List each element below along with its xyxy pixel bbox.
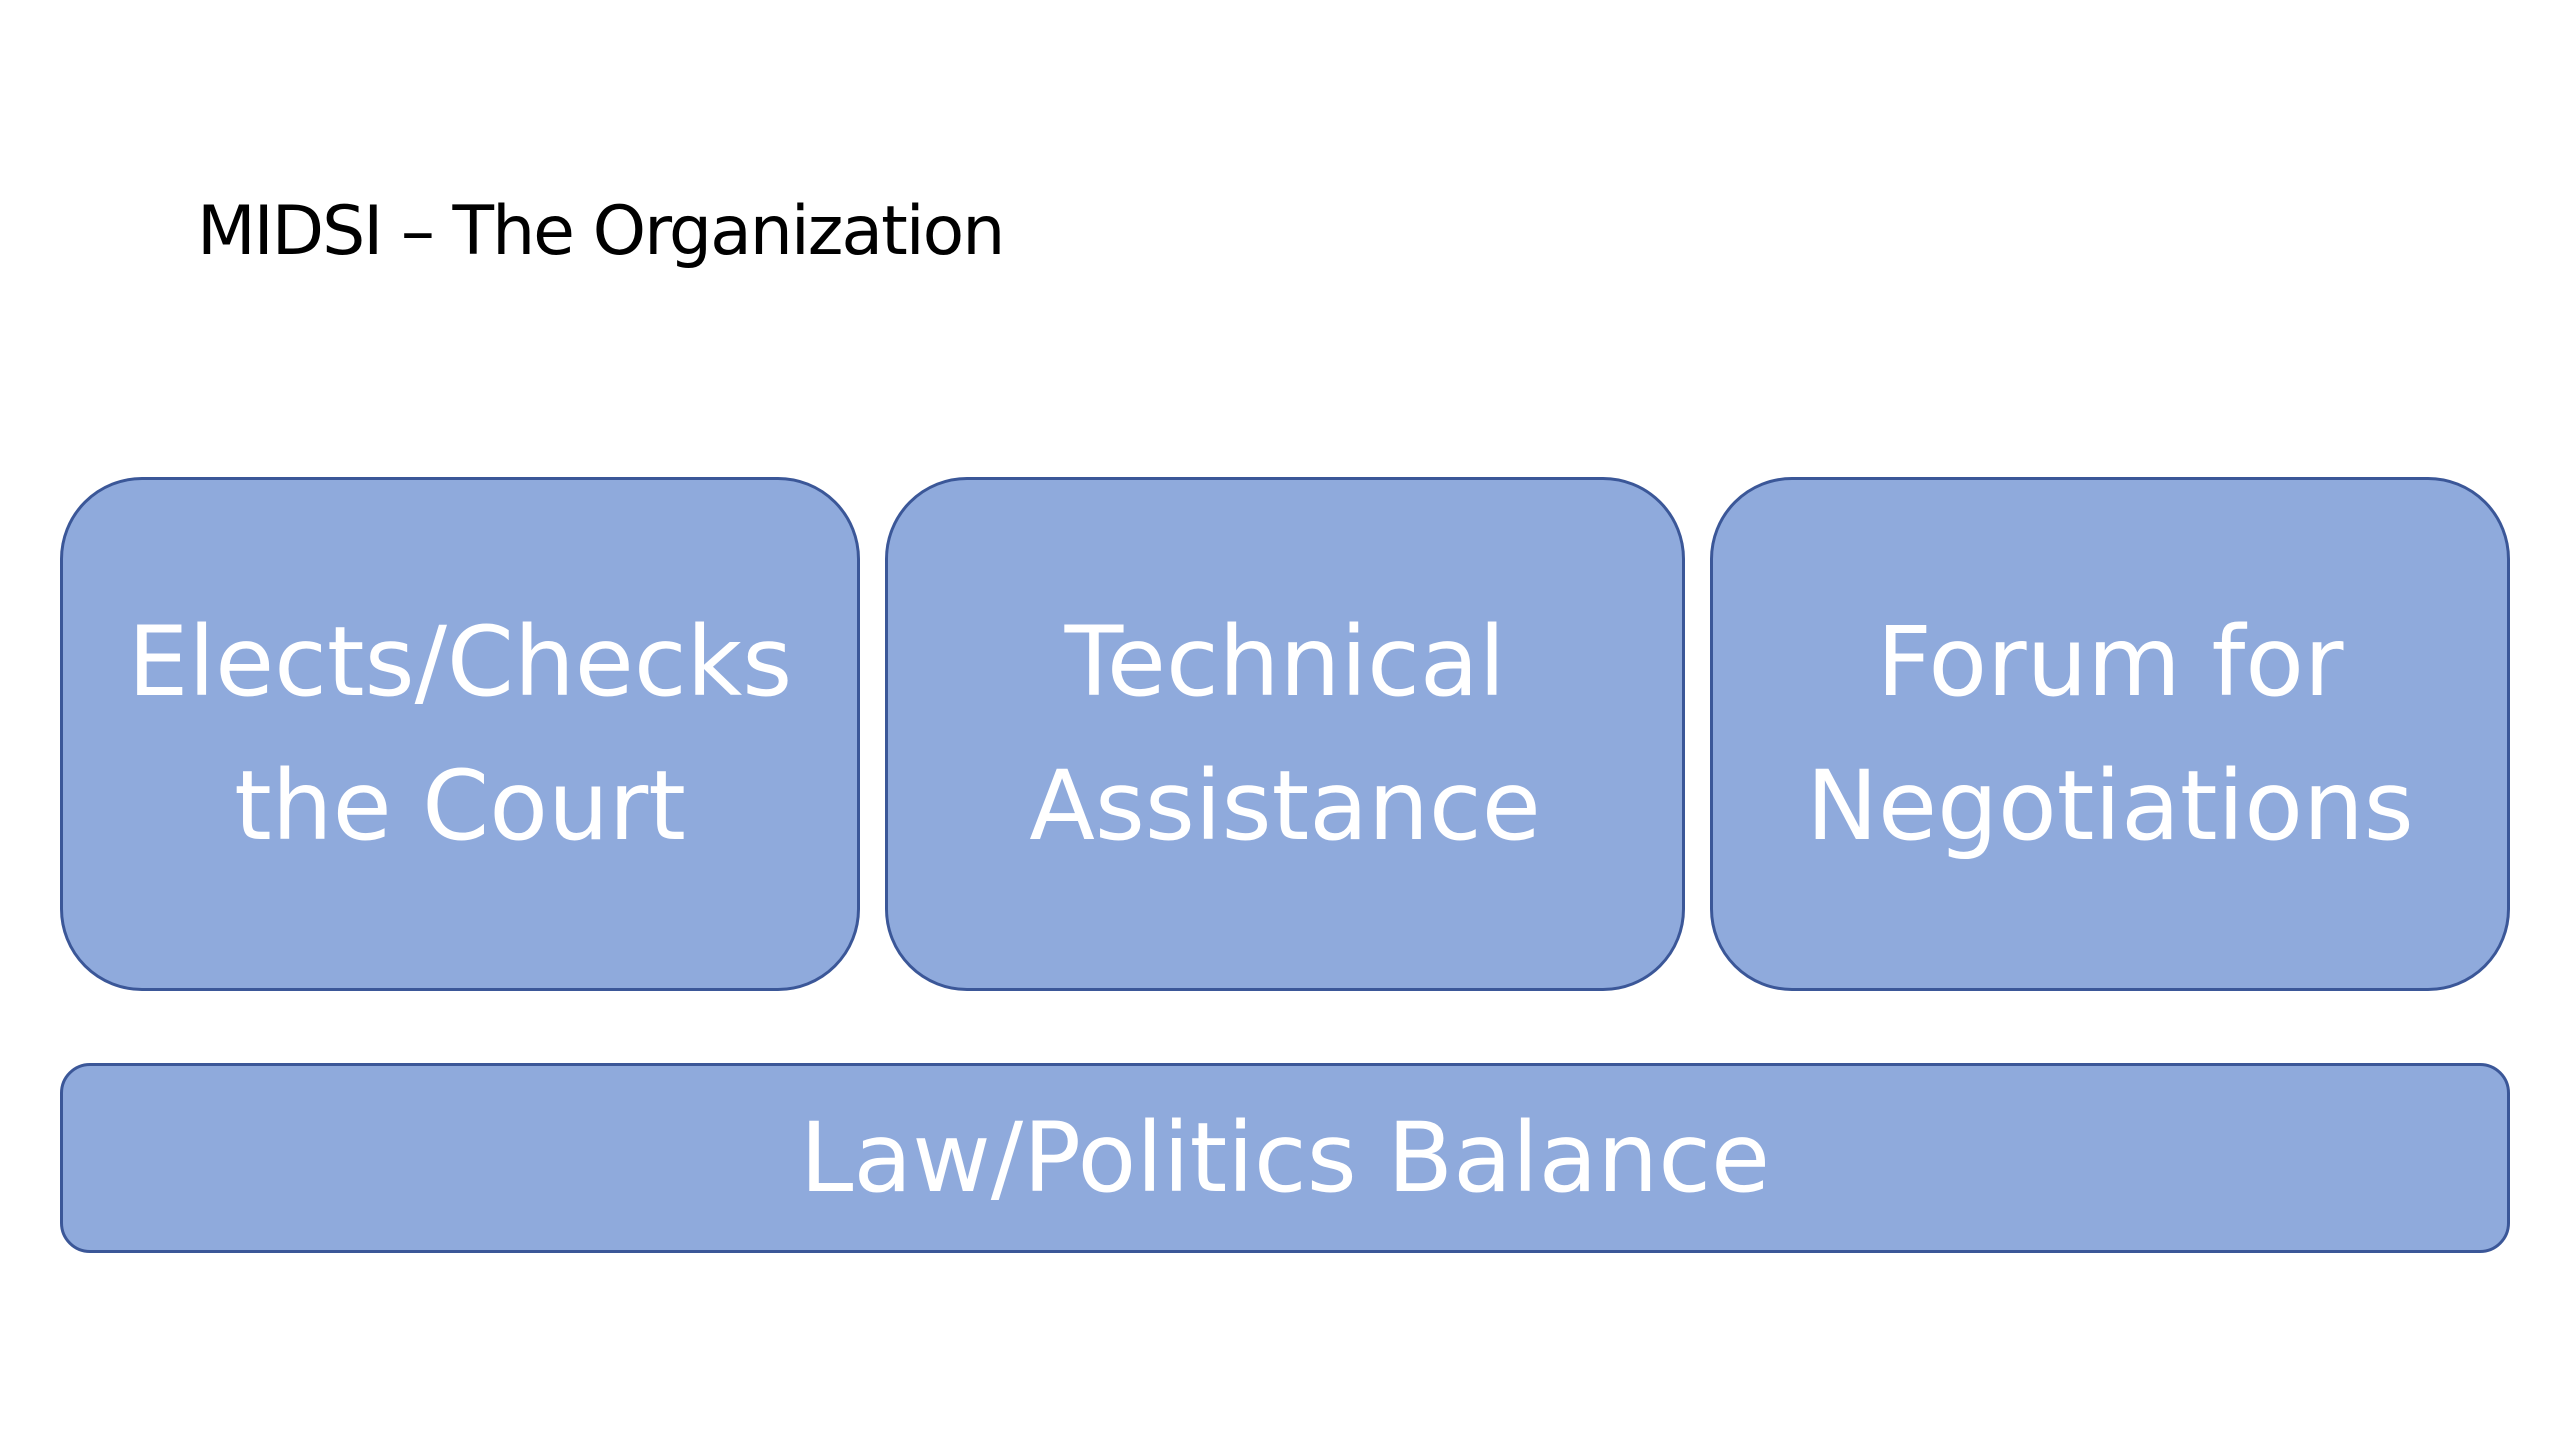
box-label: Forum for Negotiations	[1806, 606, 2414, 862]
slide-title: MIDSI – The Organization	[197, 192, 1005, 271]
box-elects-checks-court: Elects/Checks the Court	[60, 477, 860, 991]
box-label: Technical Assistance	[1029, 606, 1541, 862]
box-forum-negotiations: Forum for Negotiations	[1710, 477, 2510, 991]
box-law-politics-balance: Law/Politics Balance	[60, 1063, 2510, 1253]
box-technical-assistance: Technical Assistance	[885, 477, 1685, 991]
box-label: Elects/Checks the Court	[127, 606, 793, 862]
foundation-label: Law/Politics Balance	[799, 1102, 1771, 1214]
